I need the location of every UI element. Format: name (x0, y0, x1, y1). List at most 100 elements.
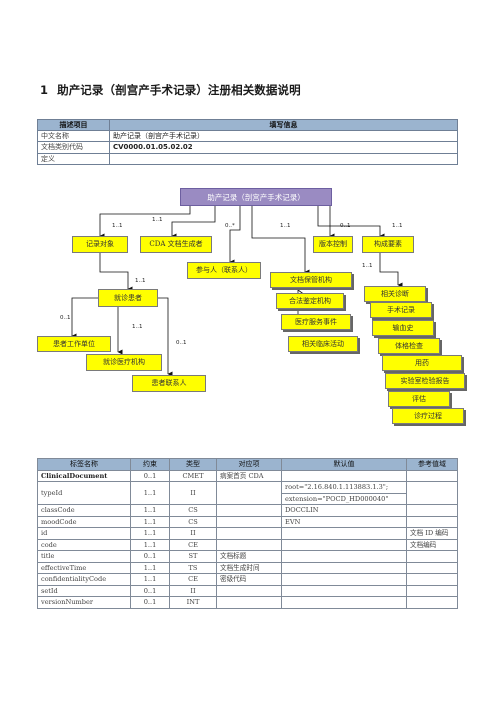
node-diagnosis: 相关诊断 (364, 286, 426, 302)
cell-mapping (216, 481, 282, 505)
cardinality-label: 1..1 (132, 324, 143, 330)
cell-default: DOCCLIN (281, 504, 407, 517)
cardinality-label: 0..1 (176, 340, 187, 346)
node-patient: 就诊患者 (98, 289, 158, 307)
cell-tag-name: code (37, 538, 131, 551)
node-service-event: 医疗服务事件 (281, 314, 351, 330)
cardinality-label: 1..1 (280, 223, 291, 229)
cell-tag-name: moodCode (37, 515, 131, 528)
cell-mapping (216, 504, 282, 517)
cardinality-label: 0..* (225, 223, 235, 229)
cardinality-label: 1..1 (112, 223, 123, 229)
attribute-table: 标签名称 约束 类型 对应项 默认值 参考值域 ClinicalDocument… (37, 458, 458, 609)
cell-type: ST (169, 550, 217, 563)
cell-constraint: 1..1 (130, 504, 170, 517)
header-default: 默认值 (281, 458, 407, 471)
node-author: CDA 文档生成者 (140, 236, 212, 253)
cell-default (281, 538, 407, 551)
cell-tag-name: effectiveTime (37, 561, 131, 574)
cell-type: CE (169, 573, 217, 586)
cell-default (281, 573, 407, 586)
cell-constraint: 1..1 (130, 527, 170, 540)
cell-value-set (406, 469, 458, 482)
cell-value-set (406, 515, 458, 528)
node-physical-exam: 体格检查 (378, 338, 440, 354)
cardinality-label: 1..1 (392, 223, 403, 229)
node-custodian: 文档保管机构 (270, 272, 352, 288)
cell-default (281, 550, 407, 563)
cell-constraint: 0..1 (130, 584, 170, 597)
cell-mapping: 文档标题 (216, 550, 282, 563)
cell-constraint: 0..1 (130, 596, 170, 609)
diagram-root-node: 助产记录（剖宫产手术记录） (180, 188, 332, 206)
header-value-set: 参考值域 (406, 458, 458, 471)
cell-tag-name: classCode (37, 504, 131, 517)
cell-mapping (216, 538, 282, 551)
cell-mapping (216, 584, 282, 597)
cell-value-set (406, 561, 458, 574)
cell-value-set (406, 481, 458, 505)
info-row: 文档类别代码 CV0000.01.05.02.02 (37, 141, 458, 154)
cell-type: INT (169, 596, 217, 609)
node-treatment-process: 诊疗过程 (392, 408, 464, 424)
cell-value-set (406, 504, 458, 517)
cell-value-set (406, 596, 458, 609)
node-record-target: 记录对象 (72, 236, 128, 253)
node-patient-contact: 患者联系人 (132, 375, 206, 392)
cell-default (281, 561, 407, 574)
cell-constraint: 0..1 (130, 469, 170, 482)
cell-type: TS (169, 561, 217, 574)
cell-tag-name: title (37, 550, 131, 563)
cardinality-label: 1..1 (135, 278, 146, 284)
info-table: 描述项目 填写信息 中文名称 助产记录（剖宫产手术记录） 文档类别代码 CV00… (37, 118, 458, 165)
node-components: 构成要素 (362, 236, 414, 253)
cell-type: II (169, 584, 217, 597)
cell-tag-name: id (37, 527, 131, 540)
cell-mapping (216, 527, 282, 540)
cell-default: extension="POCD_HD000040" (281, 492, 407, 505)
cardinality-label: 1..1 (362, 263, 373, 269)
cell-tag-name: ClinicalDocument (37, 469, 131, 482)
cell-value-set: 文档 ID 编码 (406, 527, 458, 540)
cell-constraint: 1..1 (130, 573, 170, 586)
attribute-table-header: 标签名称 约束 类型 对应项 默认值 参考值域 (37, 458, 458, 471)
cell-default (281, 469, 407, 482)
cell-value-set (406, 550, 458, 563)
cell-tag-name: typeId (37, 481, 131, 505)
info-header-item: 描述项目 (37, 118, 110, 132)
node-medication: 用药 (382, 355, 462, 371)
cell-mapping: 文档生成时间 (216, 561, 282, 574)
node-lab-report: 实验室检验报告 (385, 373, 465, 389)
cell-value-set: 文档编码 (406, 538, 458, 551)
cell-type: CMET (169, 469, 217, 482)
info-header-value: 填写信息 (109, 118, 458, 132)
node-related-activity: 相关临床活动 (288, 336, 358, 352)
info-cell-value (109, 152, 458, 165)
cell-tag-name: setId (37, 584, 131, 597)
header-constraint: 约束 (130, 458, 170, 471)
header-tag-name: 标签名称 (37, 458, 131, 471)
cell-type: CS (169, 504, 217, 517)
node-patient-employer: 患者工作单位 (37, 336, 111, 352)
info-cell-value: 助产记录（剖宫产手术记录） (109, 130, 458, 143)
section-number: 1 (40, 83, 49, 97)
cell-constraint: 1..1 (130, 538, 170, 551)
cell-default: EVN (281, 515, 407, 528)
info-row: 中文名称 助产记录（剖宫产手术记录） (37, 130, 458, 143)
node-version-control: 版本控制 (313, 236, 353, 253)
cell-type: II (169, 527, 217, 540)
cell-default (281, 584, 407, 597)
info-table-header: 描述项目 填写信息 (37, 118, 458, 132)
cardinality-label: 0..1 (60, 315, 71, 321)
cell-type: CE (169, 538, 217, 551)
cell-mapping: 密级代码 (216, 573, 282, 586)
